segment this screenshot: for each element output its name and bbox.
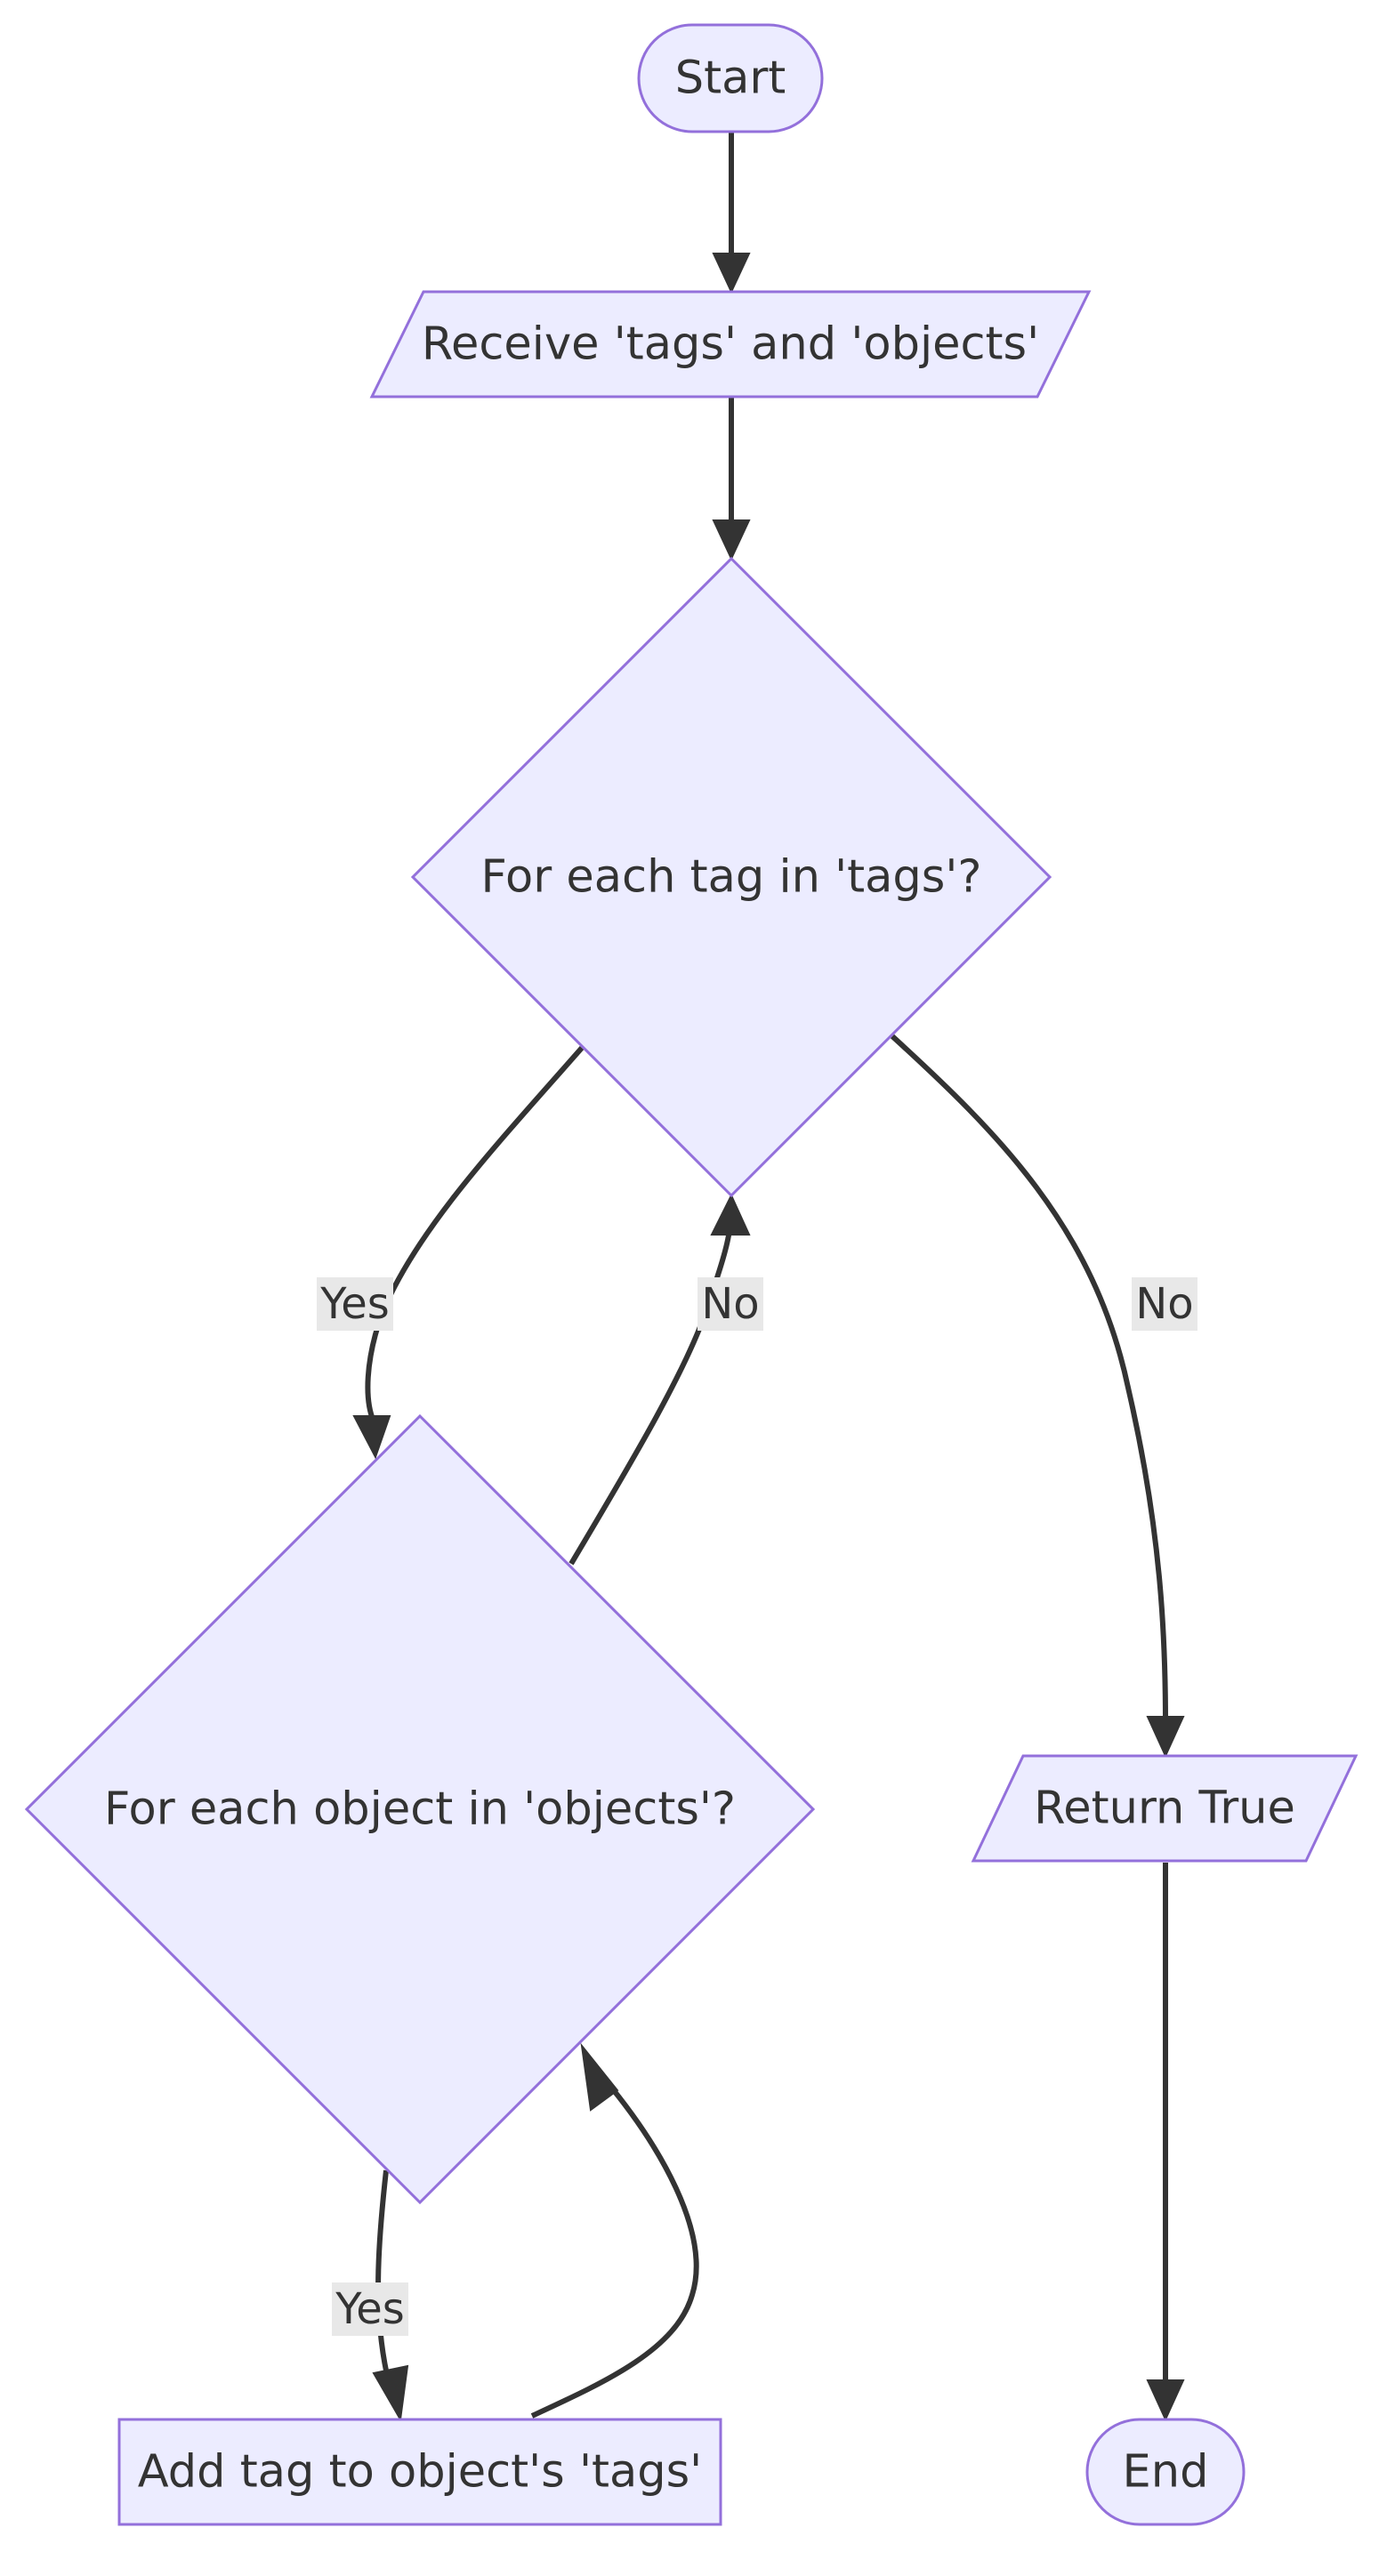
edge-object-loop-no	[568, 1228, 732, 1566]
arrow-tag-loop	[712, 519, 751, 561]
end-label: End	[1123, 2446, 1209, 2499]
receive-node: Receive 'tags' and 'objects'	[369, 290, 1092, 398]
edge-label-text: Yes	[319, 1279, 389, 1329]
arrow-object-loop-return	[580, 2042, 619, 2112]
return-true-node: Return True	[971, 1754, 1359, 1863]
return-true-label: Return True	[1034, 1783, 1295, 1835]
object-loop-decision: For each object in 'objects'?	[24, 1413, 816, 2205]
arrow-tag-loop-return	[710, 1193, 751, 1236]
edge-object-loop-yes	[375, 2169, 390, 2376]
end-node: End	[1085, 2418, 1246, 2526]
edge-label-object-no: No	[698, 1277, 763, 1331]
edge-label-tag-no: No	[1132, 1277, 1197, 1331]
edge-label-object-yes: Yes	[332, 2282, 408, 2336]
edge-labels: Yes No No Yes	[317, 1277, 1197, 2336]
edge-tag-loop-yes	[365, 1046, 585, 1423]
edge-label-text: No	[1135, 1279, 1193, 1329]
add-tag-label: Add tag to object's 'tags'	[138, 2446, 702, 2499]
start-label: Start	[675, 52, 786, 105]
nodes: Start Receive 'tags' and 'objects' For e…	[24, 23, 1359, 2526]
add-tag-node: Add tag to object's 'tags'	[117, 2418, 722, 2526]
edge-tag-loop-no	[890, 1034, 1168, 1722]
edge-label-text: No	[701, 1279, 759, 1329]
arrow-end	[1146, 2379, 1185, 2422]
tag-loop-decision: For each tag in 'tags'?	[410, 556, 1052, 1198]
tag-loop-label: For each tag in 'tags'?	[481, 851, 982, 904]
arrow-receive	[712, 253, 751, 294]
edges	[352, 132, 1185, 2423]
arrow-return-true	[1146, 1716, 1185, 1759]
arrow-object-loop	[352, 1415, 391, 1460]
start-node: Start	[637, 23, 824, 133]
receive-label: Receive 'tags' and 'objects'	[422, 318, 1039, 371]
edge-add-tag-back	[530, 2078, 699, 2419]
edge-label-tag-yes: Yes	[317, 1277, 393, 1331]
object-loop-label: For each object in 'objects'?	[104, 1783, 736, 1836]
arrow-add-tag	[372, 2364, 409, 2423]
edge-label-text: Yes	[335, 2284, 404, 2334]
